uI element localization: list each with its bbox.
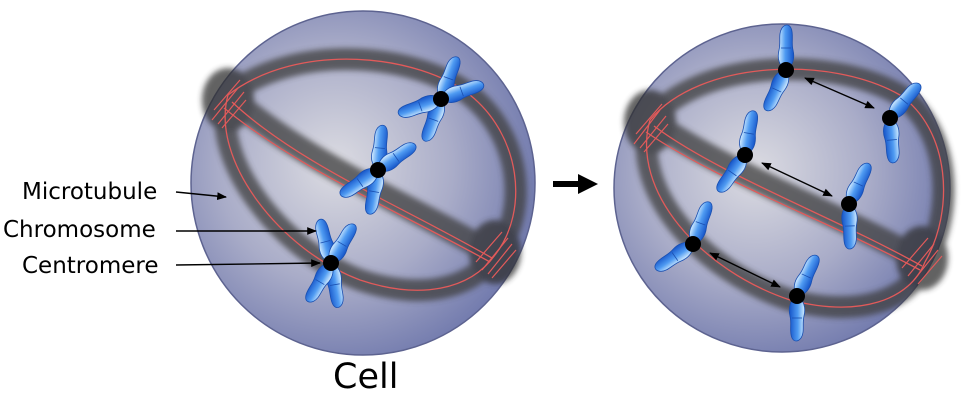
chromosome-left-1 [395,53,487,145]
centromere-label: Centromere [22,253,158,279]
centrosome-left [633,103,669,153]
chromosome-left-2 [336,124,420,217]
cell-left [190,10,536,356]
centromere-dot [737,147,753,163]
centromere-dot [882,110,898,126]
chromosome-left-3 [301,217,361,310]
chromatid-pair-1b [881,78,926,164]
separation-arrow-1 [804,77,875,109]
centrosome-left [211,79,247,129]
label-group: Microtubule Chromosome Centromere Cell [3,179,398,397]
chromatid-pair-3b [788,251,824,342]
centromere-dot [841,196,857,212]
centromere-dot [370,162,386,178]
centromere-dot [685,236,701,252]
separation-arrow-3 [709,252,781,288]
centromere-dot [789,288,805,304]
centrosome-right [475,231,517,279]
microtubule-pointer [175,191,227,201]
centromere-dot [433,91,449,107]
chromatid-pair-2b [840,159,876,250]
separation-arrow-2 [761,162,833,197]
centromere-dot [323,255,339,271]
transition-arrow [553,174,598,194]
microtubule-label: Microtubule [22,179,157,205]
chromosome-label: Chromosome [3,217,156,243]
cell-label: Cell [333,357,398,397]
microtubule-lines [645,68,945,308]
chromatid-pair-3a [651,198,717,277]
cell-right [613,23,955,353]
separation-arrows [709,77,875,288]
centromere-dot [778,62,794,78]
chromatid-pair-2a [712,108,761,197]
chromatid-pair-1a [759,24,795,115]
centromere-pointer [175,259,321,268]
centrosome-right [901,237,943,285]
